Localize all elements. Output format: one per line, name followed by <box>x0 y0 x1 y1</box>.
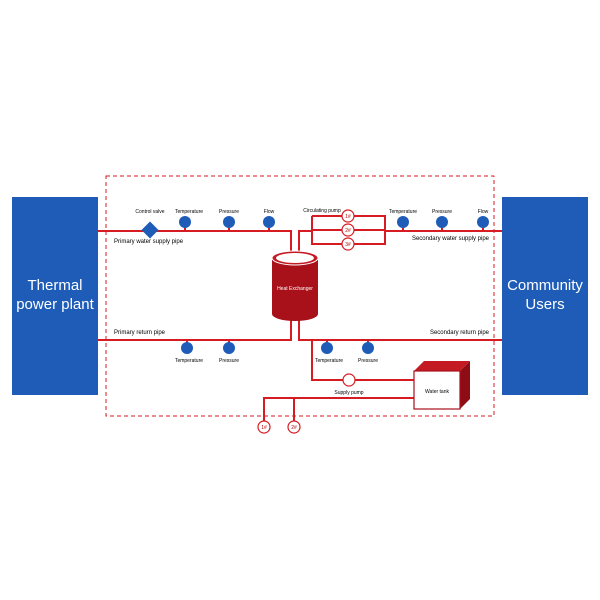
secondary-supply-temperature-sensor: Temperature <box>389 209 417 228</box>
circulating-pump-label: Circulating pump <box>303 208 341 214</box>
community-users-line1: Community <box>507 277 583 294</box>
svg-text:Pressure: Pressure <box>219 358 239 364</box>
control-valve-icon <box>141 221 159 239</box>
svg-text:Temperature: Temperature <box>389 209 417 215</box>
secondary-return-temperature-sensor: Temperature <box>315 342 343 364</box>
thermal-power-plant-block: Thermal power plant <box>12 197 98 395</box>
circulating-pump-2: 2# <box>341 223 355 237</box>
primary-supply-temperature-sensor: Temperature <box>175 209 203 228</box>
secondary-supply-flow-sensor: Flow <box>477 209 489 228</box>
primary-supply-pressure-sensor: Pressure <box>219 209 239 228</box>
primary-return-pipe <box>98 320 292 341</box>
tank-outlet-line <box>263 397 414 422</box>
secondary-return-pipe-label: Secondary return pipe <box>430 330 490 336</box>
svg-text:2#: 2# <box>345 228 351 234</box>
svg-text:3#: 3# <box>345 242 351 248</box>
primary-sensor-taps <box>184 222 270 348</box>
heat-exchanger: Heat Exchanger <box>271 250 319 321</box>
thermal-power-plant-line1: Thermal <box>27 277 82 294</box>
svg-text:Pressure: Pressure <box>358 358 378 364</box>
svg-text:Water tank: Water tank <box>425 389 449 395</box>
control-valve-label: Control valve <box>135 209 164 215</box>
svg-text:1#: 1# <box>261 425 267 431</box>
bottom-pump-2: 2# <box>287 420 301 434</box>
supply-pump: Supply pump <box>334 373 364 396</box>
svg-text:Pressure: Pressure <box>432 209 452 215</box>
svg-text:Temperature: Temperature <box>175 358 203 364</box>
community-users-block: Community Users <box>502 197 588 395</box>
secondary-supply-pipe-label: Secondary water supply pipe <box>412 236 490 242</box>
primary-supply-pipe <box>98 230 292 254</box>
circulating-pump-1: 1# <box>341 209 355 223</box>
svg-text:Flow: Flow <box>478 209 489 215</box>
thermal-power-plant-line2: power plant <box>16 296 94 313</box>
supply-pump-line <box>311 340 414 381</box>
secondary-supply-pipe <box>298 230 502 254</box>
bottom-pump-1: 1# <box>257 420 271 434</box>
svg-text:1#: 1# <box>345 214 351 220</box>
secondary-supply-pressure-sensor: Pressure <box>432 209 452 228</box>
water-tank: Water tank <box>413 361 470 410</box>
station-boundary <box>105 175 495 417</box>
svg-text:Temperature: Temperature <box>175 209 203 215</box>
secondary-return-pressure-sensor: Pressure <box>358 342 378 364</box>
svg-text:Pressure: Pressure <box>219 209 239 215</box>
primary-supply-flow-sensor: Flow <box>263 209 275 228</box>
circulating-pump-3: 3# <box>341 237 355 251</box>
svg-text:Temperature: Temperature <box>315 358 343 364</box>
community-users-line2: Users <box>525 296 564 313</box>
svg-text:Flow: Flow <box>264 209 275 215</box>
primary-return-pipe-label: Primary return pipe <box>114 330 166 336</box>
primary-supply-pipe-label: Primary water supply pipe <box>114 239 184 245</box>
svg-text:Supply pump: Supply pump <box>334 390 363 396</box>
svg-text:Heat Exchanger: Heat Exchanger <box>277 286 313 292</box>
primary-return-pressure-sensor: Pressure <box>219 342 239 364</box>
primary-return-temperature-sensor: Temperature <box>175 342 203 364</box>
svg-text:2#: 2# <box>291 425 297 431</box>
secondary-return-pipe <box>298 320 502 341</box>
